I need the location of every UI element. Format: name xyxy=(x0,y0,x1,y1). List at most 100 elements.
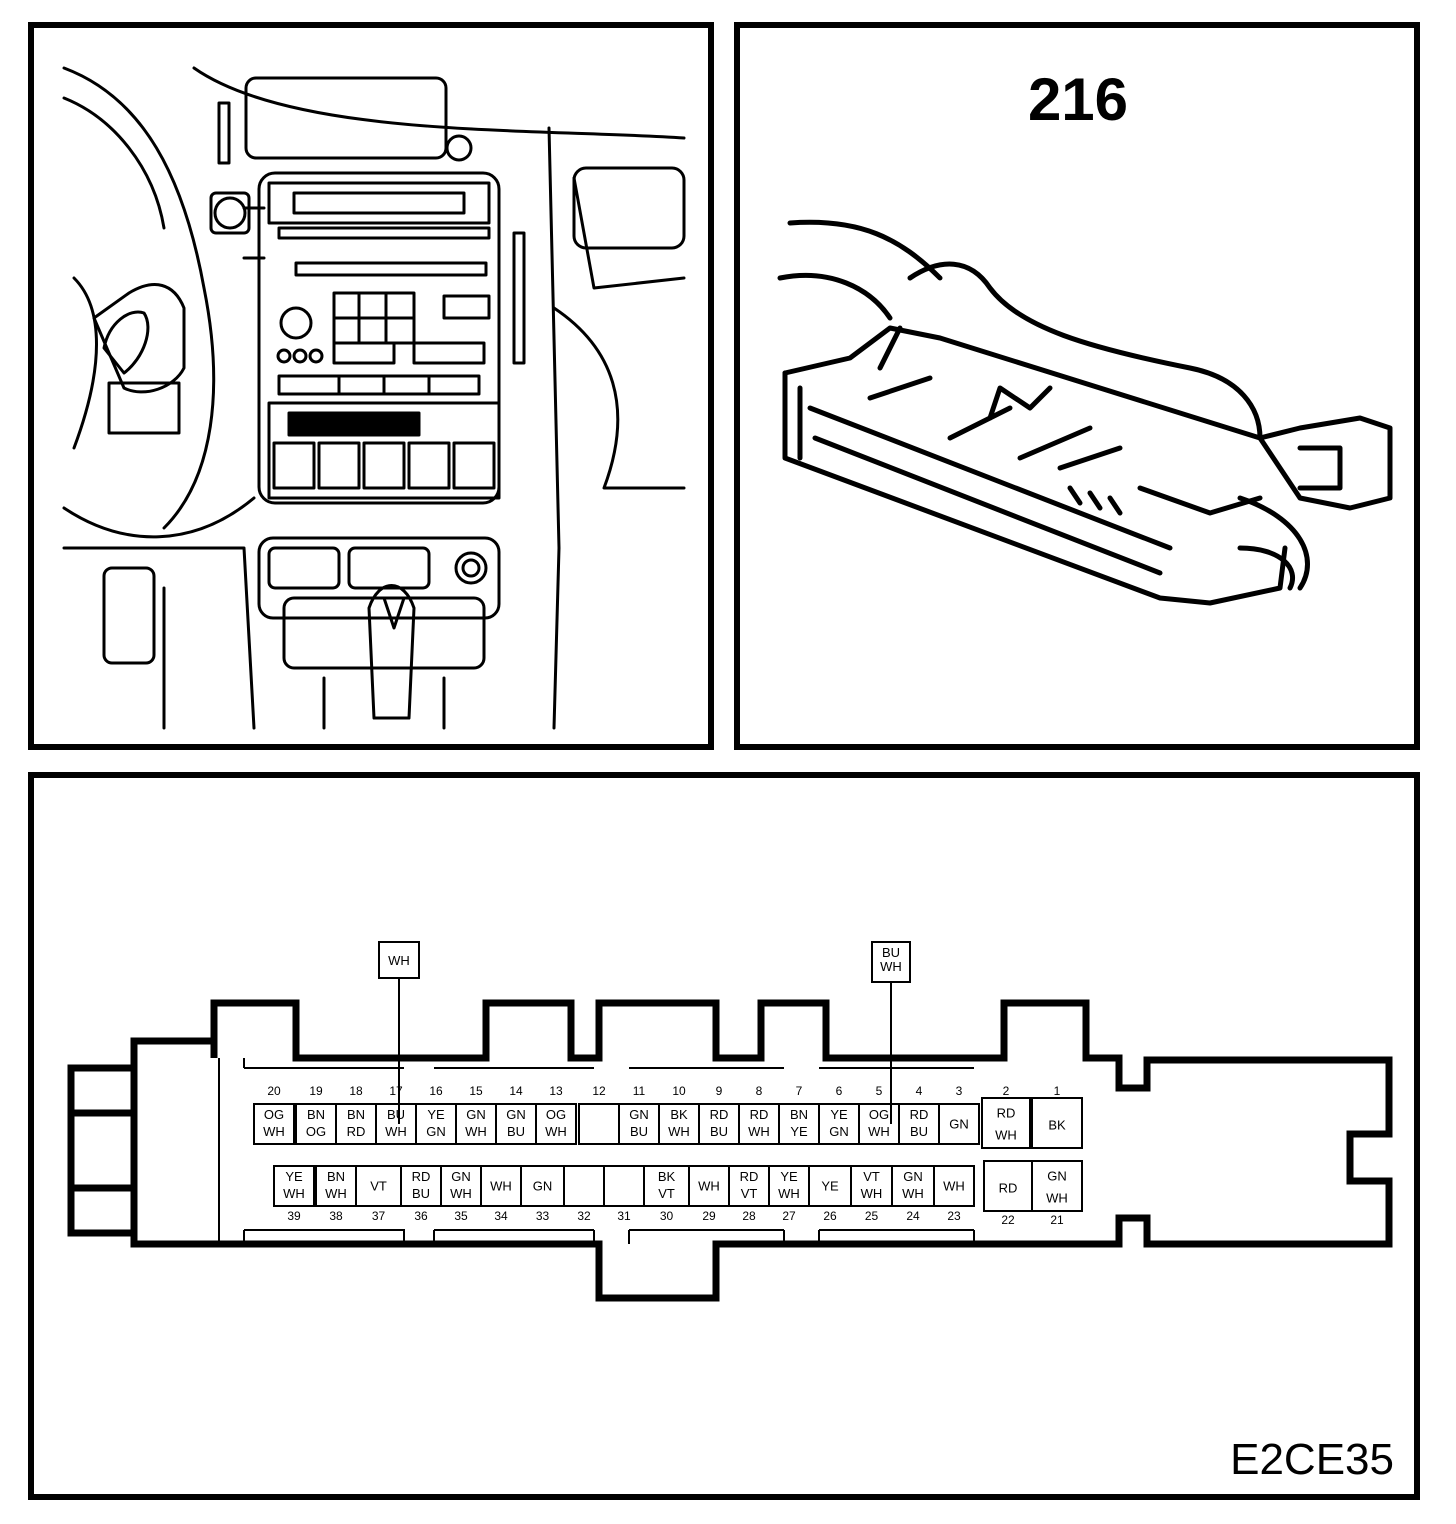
pin-number: 7 xyxy=(796,1084,803,1098)
pin-number: 35 xyxy=(454,1209,468,1223)
pin-box xyxy=(535,1103,577,1145)
pin-color: GN xyxy=(533,1179,553,1194)
pin-number: 2 xyxy=(1003,1084,1010,1098)
pin-color: RD xyxy=(710,1107,729,1122)
pin-box xyxy=(981,1097,1031,1149)
pin-number: 32 xyxy=(577,1209,591,1223)
pin-color: GN xyxy=(903,1169,923,1184)
pin-color: YE xyxy=(790,1124,808,1139)
pin-number: 34 xyxy=(494,1209,508,1223)
pin-number: 28 xyxy=(742,1209,756,1223)
pin-color: WH xyxy=(1046,1190,1068,1205)
pin-color: OG xyxy=(264,1107,284,1122)
pin-color: WH xyxy=(668,1124,690,1139)
pinout-diagram: 20OGWH19BNOG18BNRD17BUWH16YEGN15GNWH14GN… xyxy=(67,941,1394,1484)
pin-number: 10 xyxy=(672,1084,686,1098)
pin-color: GN xyxy=(829,1124,849,1139)
pin-number: 4 xyxy=(916,1084,923,1098)
pin-number: 3 xyxy=(956,1084,963,1098)
pin-box xyxy=(1031,1160,1083,1212)
pin-color: WH xyxy=(902,1186,924,1201)
pin-box xyxy=(818,1103,860,1145)
callout-box xyxy=(871,941,911,983)
pin-color: BN xyxy=(347,1107,365,1122)
pin-color: WH xyxy=(465,1124,487,1139)
pin-color: OG xyxy=(546,1107,566,1122)
pin-color: WH xyxy=(778,1186,800,1201)
pin-color: WH xyxy=(385,1124,407,1139)
pin-box xyxy=(778,1103,820,1145)
callout-pin-17: WH xyxy=(378,941,420,1124)
pin-number: 13 xyxy=(549,1084,563,1098)
pin-box xyxy=(400,1165,442,1207)
callout-box xyxy=(378,941,420,979)
pin-cell-32: 32 xyxy=(563,1165,605,1223)
callout-color: WH xyxy=(880,959,902,974)
pin-number: 21 xyxy=(1050,1213,1064,1227)
pin-number: 14 xyxy=(509,1084,523,1098)
pin-color: BU xyxy=(710,1124,728,1139)
pin-box xyxy=(850,1165,893,1207)
pin-color: BK xyxy=(670,1107,688,1122)
pin-box xyxy=(563,1165,605,1207)
pin-color: YE xyxy=(780,1169,798,1184)
pin-color: BN xyxy=(327,1169,345,1184)
pin-number: 19 xyxy=(309,1084,323,1098)
callout-color: BU xyxy=(882,945,900,960)
pin-color: GN xyxy=(426,1124,446,1139)
pin-color: BU xyxy=(412,1186,430,1201)
pin-color: BN xyxy=(307,1107,325,1122)
connector-illustration-panel: 216 xyxy=(734,22,1420,750)
pin-color: BU xyxy=(507,1124,525,1139)
pin-color: GN xyxy=(506,1107,526,1122)
pin-color: WH xyxy=(861,1186,883,1201)
pin-color: GN xyxy=(1047,1168,1067,1183)
pin-color: WH xyxy=(698,1179,720,1194)
pin-color: WH xyxy=(868,1124,890,1139)
pin-color: YE xyxy=(830,1107,848,1122)
pin-number: 29 xyxy=(702,1209,716,1223)
pin-number: 15 xyxy=(469,1084,483,1098)
connector-number: 216 xyxy=(1028,66,1128,133)
pin-box xyxy=(658,1103,700,1145)
pin-number: 22 xyxy=(1001,1213,1015,1227)
pin-number: 20 xyxy=(267,1084,281,1098)
pin-number: 23 xyxy=(947,1209,961,1223)
pin-number: 31 xyxy=(617,1209,631,1223)
pin-cell-31: 31 xyxy=(603,1165,645,1223)
pin-number: 36 xyxy=(414,1209,428,1223)
pin-color: RD xyxy=(997,1105,1016,1120)
pin-cell-27: 27 YE WH xyxy=(768,1165,810,1223)
pin-color: GN xyxy=(466,1107,486,1122)
pin-box xyxy=(688,1165,730,1207)
pin-color: OG xyxy=(869,1107,889,1122)
pin-number: 39 xyxy=(287,1209,301,1223)
pin-color: RD xyxy=(750,1107,769,1122)
pin-number: 27 xyxy=(782,1209,796,1223)
pin-color: WH xyxy=(943,1179,965,1194)
pin-box xyxy=(933,1165,975,1207)
pin-number: 26 xyxy=(823,1209,837,1223)
pin-color: VT xyxy=(658,1186,675,1201)
pin-cell-21: 21 GN WH xyxy=(1031,1160,1083,1227)
pin-color: WH xyxy=(283,1186,305,1201)
pin-cell-12: 12 xyxy=(578,1084,620,1145)
pin-color: WH xyxy=(995,1127,1017,1142)
pin-color: YE xyxy=(821,1179,839,1194)
